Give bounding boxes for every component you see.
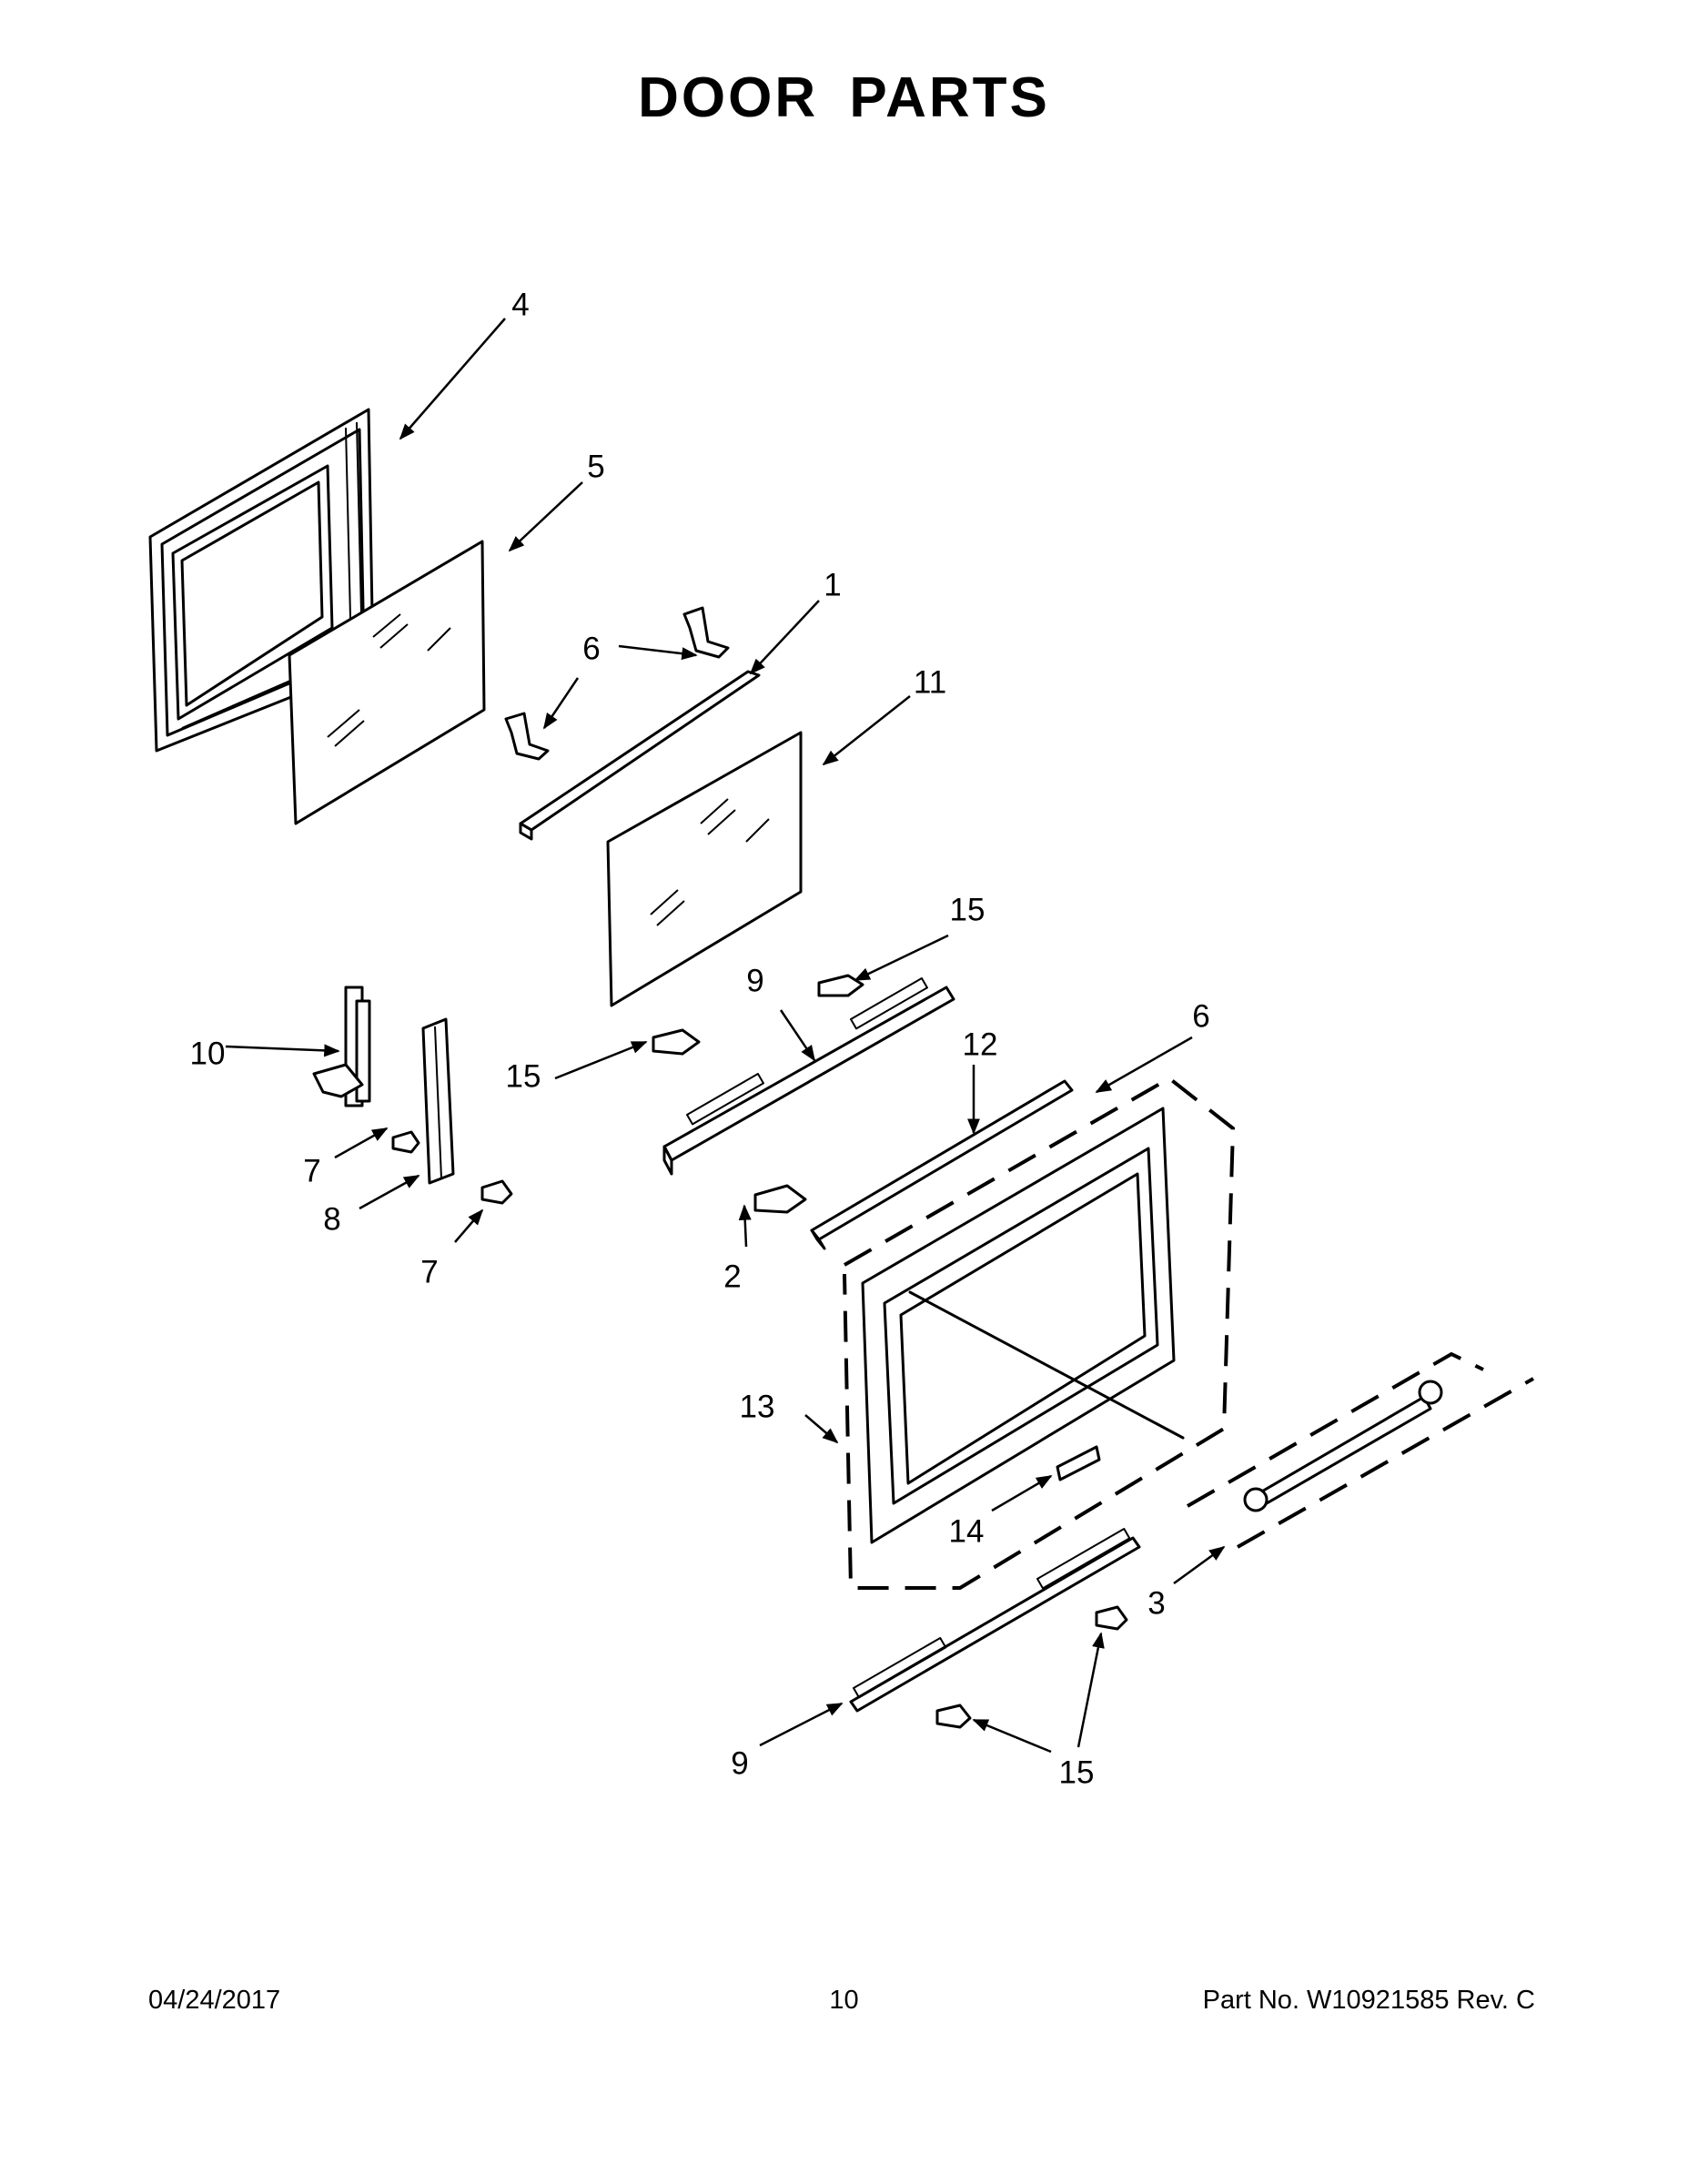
dashed-assembly-outline	[843, 1076, 1534, 1590]
callout-10: 10	[189, 1036, 226, 1072]
leader-lines	[225, 318, 1226, 1754]
footer-page-number: 10	[829, 1986, 859, 2015]
badge-part	[1056, 1445, 1101, 1481]
hinge-part	[312, 986, 371, 1107]
callout-8: 8	[323, 1201, 341, 1238]
callout-15-top: 15	[949, 892, 986, 928]
handle-strip-upper-part	[662, 977, 955, 1176]
screw-parts	[391, 974, 1128, 1729]
callout-4: 4	[511, 287, 530, 323]
callout-7-lower: 7	[420, 1254, 439, 1290]
callout-12: 12	[962, 1026, 998, 1063]
footer-date: 04/24/2017	[148, 1986, 281, 2015]
callout-14: 14	[948, 1513, 985, 1550]
callout-3: 3	[1147, 1585, 1166, 1622]
callout-15-middle: 15	[505, 1058, 541, 1095]
callout-15-bottom: 15	[1058, 1754, 1095, 1791]
handle-strip-lower-part	[849, 1528, 1141, 1713]
callout-2: 2	[723, 1259, 742, 1295]
callout-13: 13	[739, 1389, 775, 1425]
page-title: DOOR PARTS	[638, 66, 1050, 129]
footer-part-number: Part No. W10921585 Rev. C	[1202, 1986, 1535, 2015]
trim-strip-part	[519, 670, 761, 841]
hinge-channel-part	[421, 1017, 455, 1185]
callout-9-upper: 9	[746, 963, 764, 999]
door-top-strip-part	[810, 1079, 1074, 1250]
callout-9-lower: 9	[731, 1745, 749, 1782]
glass-panel-inner-part	[606, 731, 803, 1007]
door-handle-part	[1243, 1380, 1443, 1512]
callout-7-upper: 7	[303, 1153, 321, 1189]
glass-panel-part	[288, 540, 486, 825]
callout-6-lower: 6	[1192, 998, 1210, 1035]
callout-11: 11	[913, 664, 947, 701]
clip-part	[504, 606, 730, 761]
callout-1: 1	[824, 567, 842, 603]
outer-door-panel-part	[861, 1107, 1176, 1544]
callout-6-upper: 6	[582, 631, 601, 667]
callout-5: 5	[587, 449, 605, 485]
